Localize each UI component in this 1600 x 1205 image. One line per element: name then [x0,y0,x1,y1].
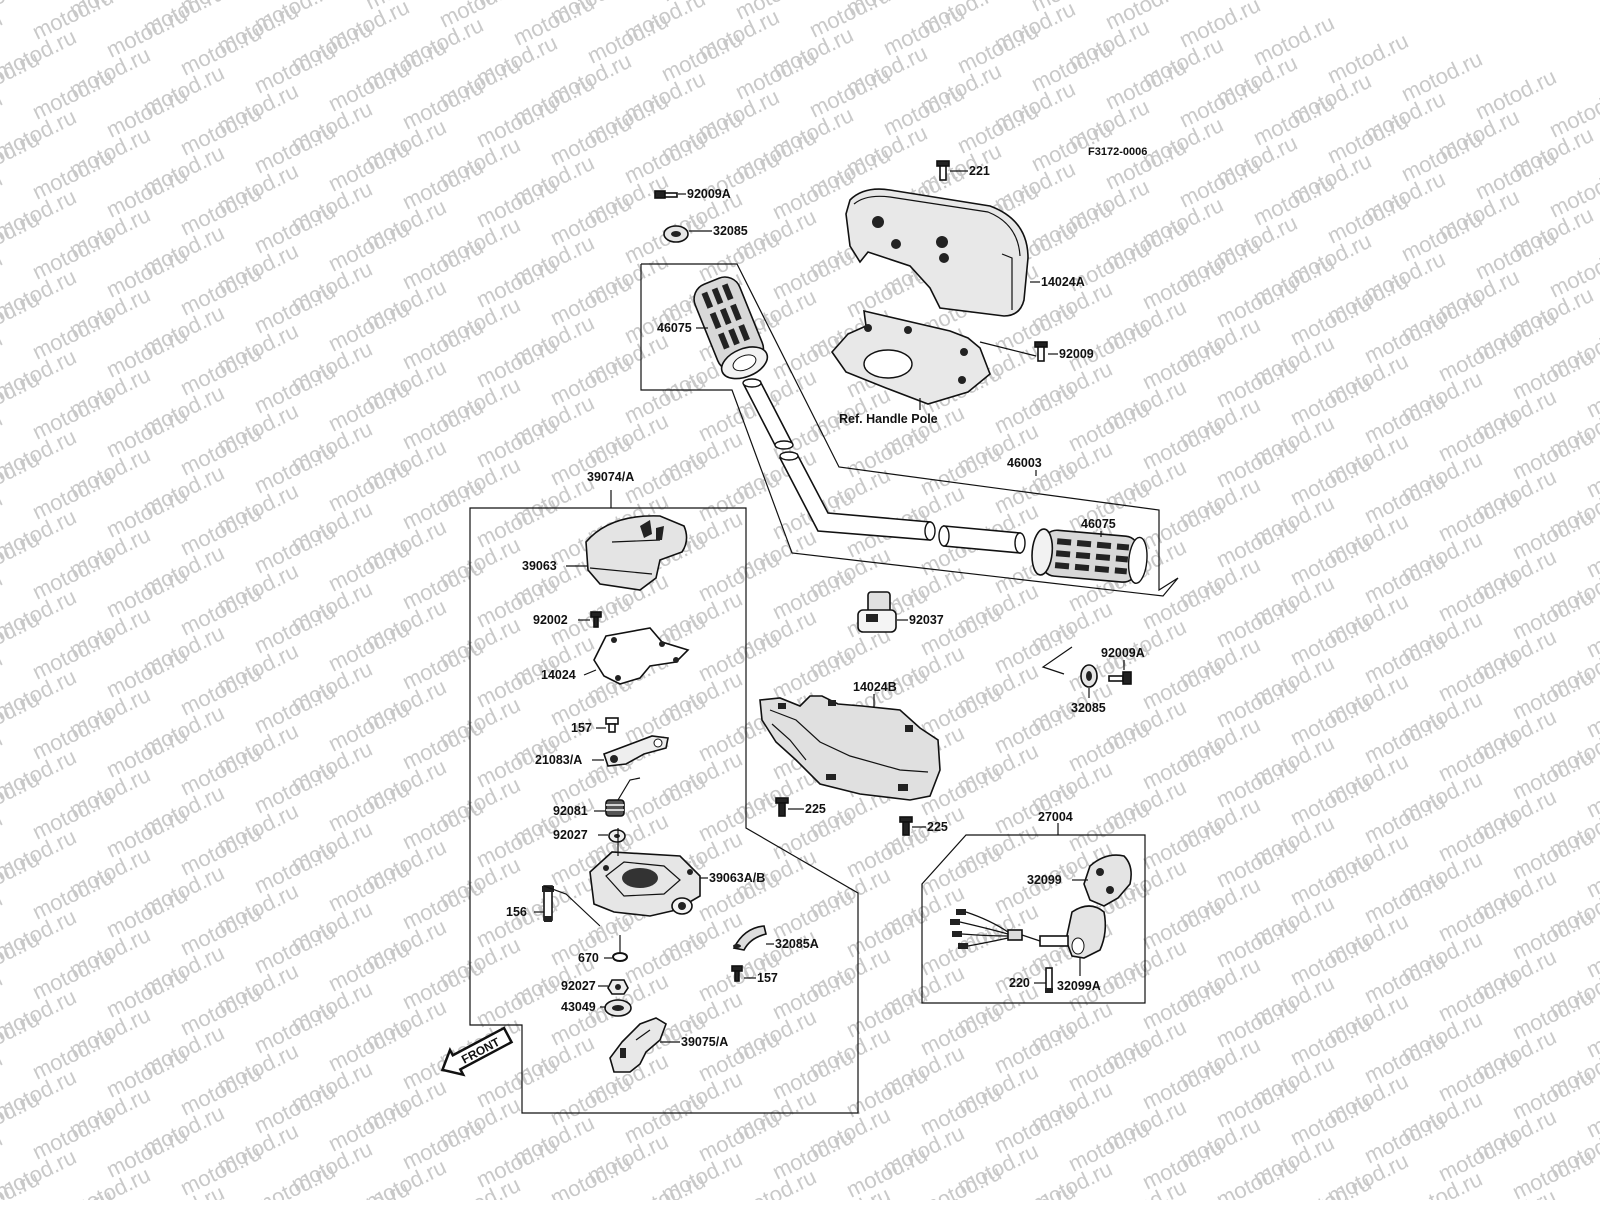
screw-92009 [1035,342,1058,361]
grip-46075-right [1030,528,1149,584]
label-220: 220 [1009,976,1030,990]
watermark-text: motod.ru [1212,1152,1301,1200]
bolt-92009A-top [655,191,686,198]
label-32085-top: 32085 [713,224,748,238]
watermark-text: motod.ru [250,1158,339,1200]
label-92002: 92002 [533,613,568,627]
label-14024B: 14024B [853,680,897,694]
label-670: 670 [578,951,599,965]
ref-note: Ref. Handle Pole [839,412,938,426]
label-46075-left: 46075 [657,321,692,335]
label-43049: 43049 [561,1000,596,1014]
housing-32099A [1066,906,1105,976]
label-32099A: 32099A [1057,979,1101,993]
washer-92027-bottom [598,980,628,994]
label-92037: 92037 [909,613,944,627]
label-46075-right: 46075 [1081,517,1116,531]
label-92009: 92009 [1059,347,1094,361]
screw-157-top [596,718,618,732]
label-14024: 14024 [541,668,576,682]
label-92027-bottom: 92027 [561,979,596,993]
label-157-top: 157 [571,721,592,735]
label-39074A: 39074/A [587,470,634,484]
label-39075A: 39075/A [681,1035,728,1049]
label-157-bottom: 157 [757,971,778,985]
label-92081: 92081 [553,804,588,818]
figure-code: F3172-0006 [1088,146,1147,158]
label-32099: 32099 [1027,873,1062,887]
label-225-right: 225 [927,820,948,834]
label-32085-right: 32085 [1071,701,1106,715]
label-225-left: 225 [805,802,826,816]
label-46003: 46003 [1007,456,1042,470]
label-92027-top: 92027 [553,828,588,842]
label-27004: 27004 [1038,810,1073,824]
label-21083A: 21083/A [535,753,582,767]
label-156: 156 [506,905,527,919]
label-39063: 39063 [522,559,557,573]
label-221: 221 [969,164,990,178]
label-92009A-top: 92009A [687,187,731,201]
watermark-text: motod.ru [916,1160,1005,1200]
label-14024A: 14024A [1041,275,1085,289]
label-39063AB: 39063A/B [709,871,765,885]
label-92009A-right: 92009A [1101,646,1145,660]
watermark-text: motod.ru [546,1150,635,1200]
label-32085A: 32085A [775,937,819,951]
